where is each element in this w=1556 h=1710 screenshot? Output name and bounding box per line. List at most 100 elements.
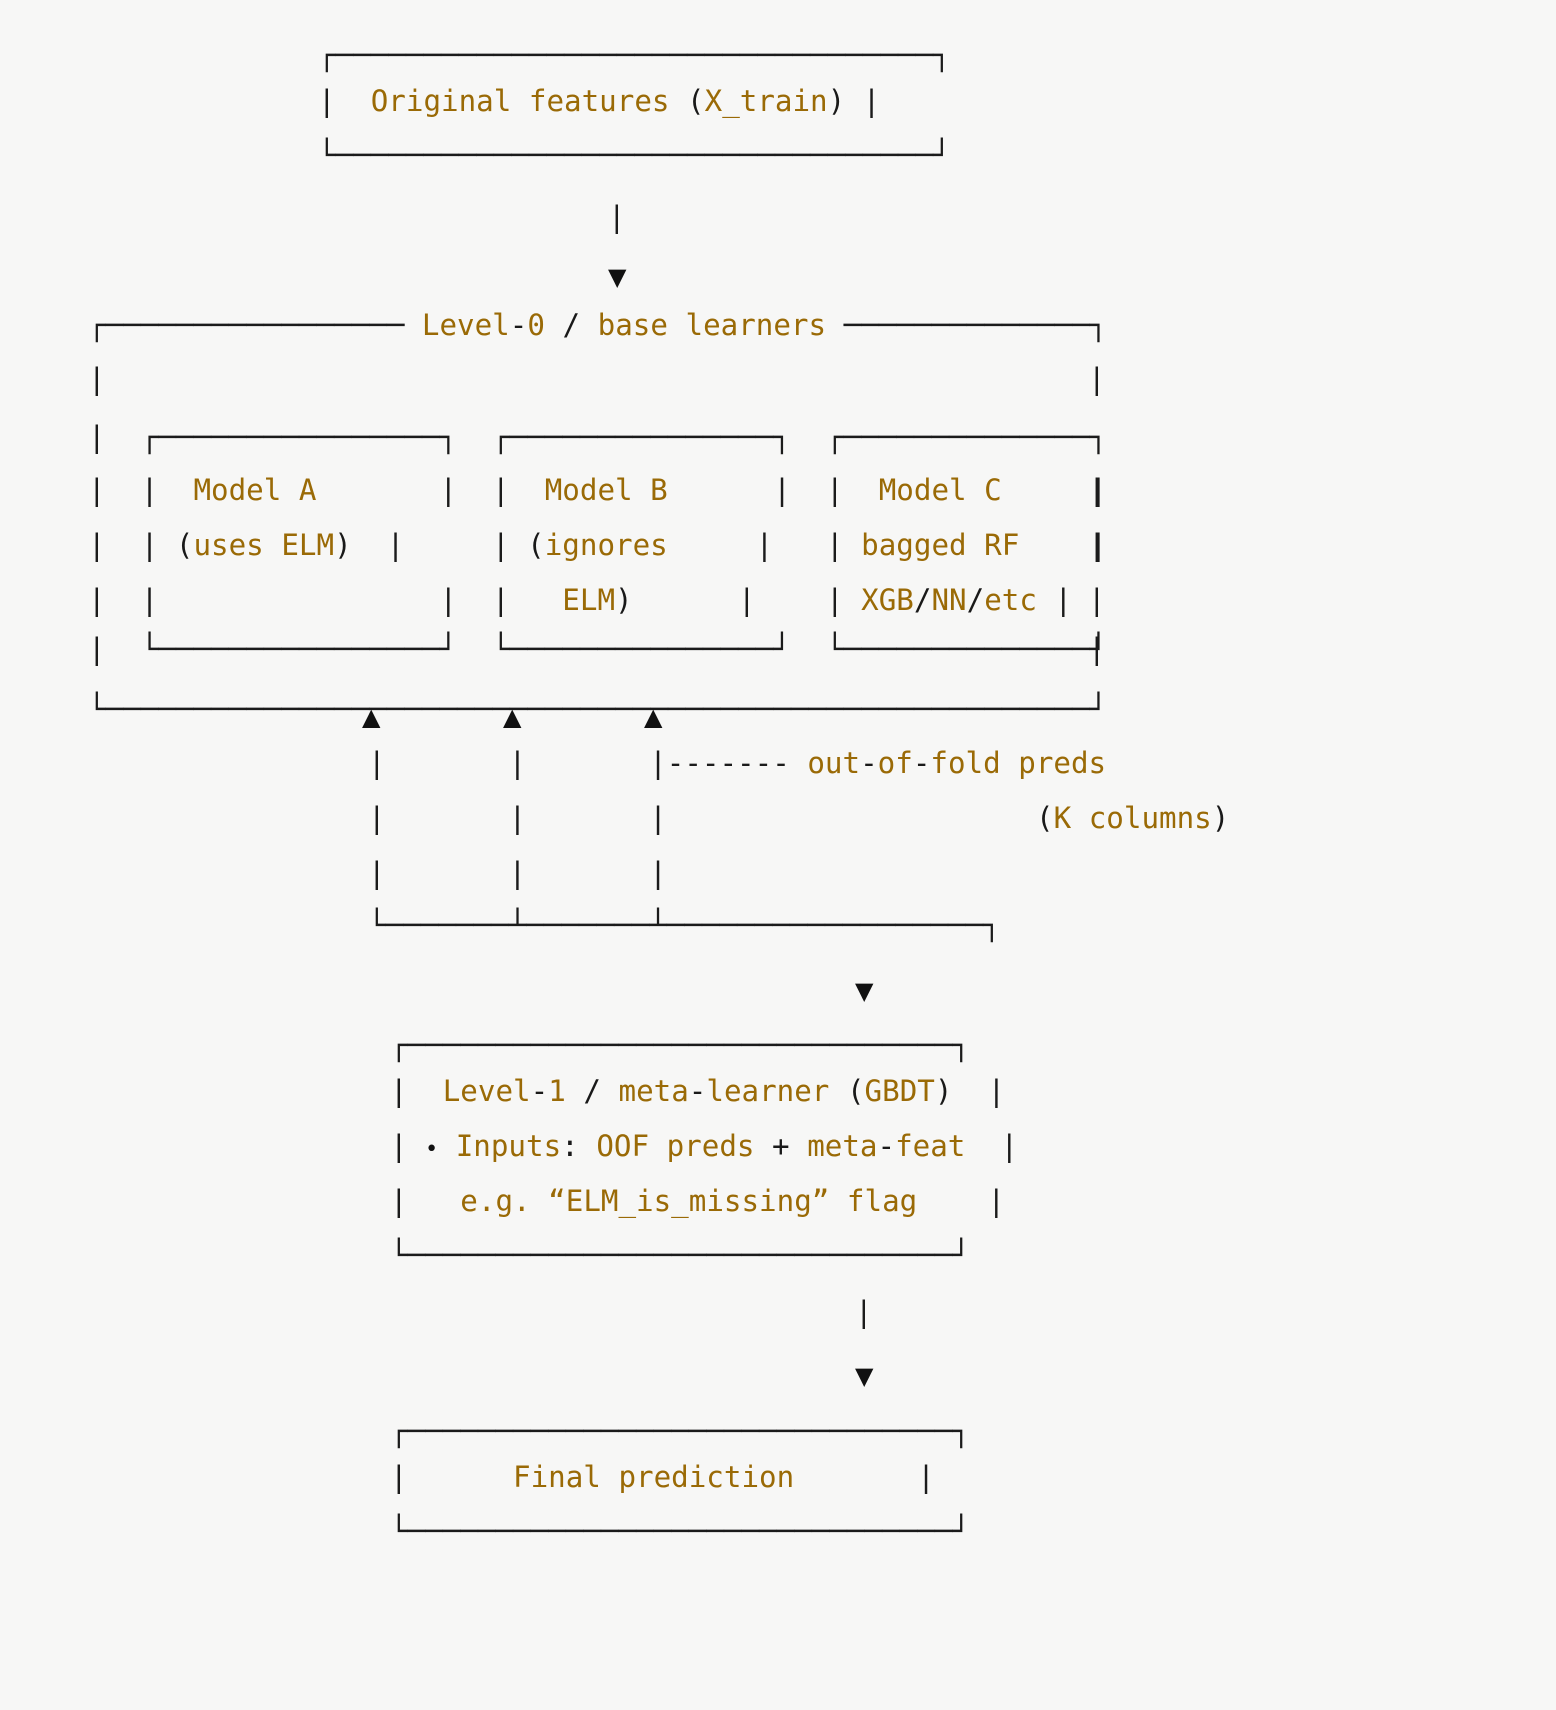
model-b-right-pipe: |: [773, 473, 791, 507]
model-a-paren-close: ): [334, 528, 352, 562]
model-b-box: ┌───────────────┐: [492, 410, 791, 466]
level0-right-pipe: |: [1088, 583, 1106, 617]
level1-quote-close: ”: [811, 1184, 830, 1218]
level1-left-pipe: |: [390, 1074, 408, 1108]
k-columns-row: (K columns): [1036, 791, 1229, 847]
level0-right-edge-3: |: [1088, 518, 1106, 574]
level1-quote-open: “: [548, 1184, 566, 1218]
level0-top-right-rule: ──────────────┐: [826, 308, 1108, 342]
model-b-line1-row: | Model B |: [492, 463, 791, 519]
k-columns-paren-open: (: [1036, 801, 1054, 835]
level0-left-pipe: |: [88, 473, 106, 507]
oof-drop-row-2: | | |: [368, 791, 667, 847]
oof-arrow-c: ▲: [644, 688, 662, 746]
model-b-left-pipe: |: [492, 473, 510, 507]
model-b-left-pipe: |: [492, 583, 510, 617]
model-a-box: | ┌────────────────┐: [88, 410, 457, 466]
model-c-right-pipe: |: [1054, 583, 1073, 617]
level0-right-pipe: |: [1088, 473, 1106, 507]
level0-frame-bottom: └───────────────────────────────────────…: [88, 682, 1107, 738]
model-c-line1-row: | Model C |: [826, 463, 1107, 519]
model-b-paren-open: (: [527, 528, 545, 562]
model-c-top-border: ┌──────────────┐: [826, 420, 1108, 454]
level0-title-dash: -: [509, 308, 528, 342]
level1-title-num: 1: [548, 1074, 566, 1108]
model-c-left-pipe: |: [826, 583, 844, 617]
oof-line-a: |: [368, 856, 386, 890]
level0-left-pipe: |: [88, 362, 106, 396]
oof-merge-bus: └───────┴───────┴──────────────────┐: [368, 898, 1001, 954]
level0-right-pipe: |: [1088, 362, 1106, 396]
oof-line-c: |: [649, 801, 667, 835]
level1-plus: +: [772, 1129, 790, 1163]
box-bottom-border: └──────────────────────────────────┘: [318, 138, 951, 172]
model-b-note2: ELM: [562, 583, 616, 617]
model-b-bottom-border: └───────────────┘: [492, 632, 791, 666]
model-a-paren-open: (: [175, 528, 194, 562]
model-a-title: Model A: [193, 473, 317, 507]
model-c-box: ┌──────────────┐: [826, 410, 1107, 466]
level0-left-pipe: |: [88, 528, 106, 562]
model-c-line2-row: | bagged RF |: [826, 518, 1107, 574]
arrow-down-icon: ▼: [608, 263, 627, 291]
oof-line-c: |: [649, 856, 667, 890]
level1-right-pipe: |: [987, 1184, 1006, 1218]
model-c-line3-row: | XGB/NN/etc |: [826, 573, 1072, 629]
level1-dash3: -: [877, 1129, 896, 1163]
model-a-line1-row: | | Model A |: [88, 463, 457, 519]
level0-title-word1: Level: [421, 308, 510, 342]
level0-right-pipe: |: [1088, 632, 1106, 666]
x-train-variable: X_train: [704, 84, 828, 118]
level1-paren-close: ): [934, 1074, 953, 1108]
level0-right-pipe: |: [1088, 528, 1106, 562]
model-b-title: Model B: [544, 473, 668, 507]
bullet-icon: •: [425, 1137, 439, 1162]
input-box-bottom: └──────────────────────────────────┘: [318, 128, 951, 184]
level0-title-word2: base learners: [597, 308, 827, 342]
arrow-down-icon: ▼: [855, 977, 874, 1005]
paren-open: (: [687, 84, 705, 118]
level1-eg-prefix: e.g.: [460, 1184, 531, 1218]
level0-left-pipe: |: [88, 632, 106, 666]
level1-title-learner: learner: [706, 1074, 830, 1108]
oof-line-b: |: [508, 746, 527, 780]
oof-line-a: |: [368, 746, 386, 780]
level1-title-meta: meta: [618, 1074, 689, 1108]
level1-right-pipe: |: [987, 1074, 1006, 1108]
model-c-note: bagged RF: [861, 528, 1020, 562]
level1-flag-name: ELM_is_missing: [565, 1184, 812, 1218]
arrow-down-to-level0: ▼: [608, 248, 626, 306]
level1-flag-suffix: flag: [846, 1184, 918, 1218]
box-right-pipe: |: [862, 84, 881, 118]
model-c-algo-nn: NN: [931, 583, 967, 617]
level1-title-dash: -: [530, 1074, 549, 1108]
level1-box-top: ┌───────────────────────────────┐: [390, 1018, 970, 1074]
model-c-left-pipe: |: [826, 528, 844, 562]
final-prediction-label: Final prediction: [513, 1460, 795, 1494]
arrow-up-icon: ▲: [644, 703, 663, 731]
vertical-line: |: [855, 1295, 873, 1329]
connector-input-to-level0: |: [608, 190, 626, 246]
model-a-right-pipe: |: [386, 528, 405, 562]
arrow-up-icon: ▲: [503, 703, 522, 731]
level1-title-slash: /: [583, 1074, 601, 1108]
oof-label-fold-preds: fold preds: [930, 746, 1107, 780]
model-a-left-pipe: |: [140, 583, 159, 617]
model-b-line2-row: | (ignores |: [492, 518, 773, 574]
level1-oof-preds: OOF preds: [596, 1129, 755, 1163]
input-box-row: | Original features (X_train) |: [318, 74, 880, 130]
oof-arrow-b: ▲: [503, 688, 521, 746]
level0-title-slash: /: [562, 308, 581, 342]
model-c-right-pipe: |: [1089, 528, 1108, 562]
level0-left-edge-1: |: [88, 352, 106, 408]
final-box-row: | Final prediction |: [390, 1450, 935, 1506]
vertical-line: |: [608, 200, 626, 234]
level0-right-edge-1: |: [1088, 352, 1106, 408]
model-a-note: uses ELM: [193, 528, 335, 562]
oof-label-out: out: [807, 746, 861, 780]
model-a-right-pipe: |: [439, 473, 458, 507]
level1-bottom-border: └───────────────────────────────┘: [390, 1238, 970, 1272]
oof-line-b: |: [508, 856, 527, 890]
model-b-line3-row: | ELM) |: [492, 573, 756, 629]
level1-inputs-label: Inputs: [455, 1129, 562, 1163]
